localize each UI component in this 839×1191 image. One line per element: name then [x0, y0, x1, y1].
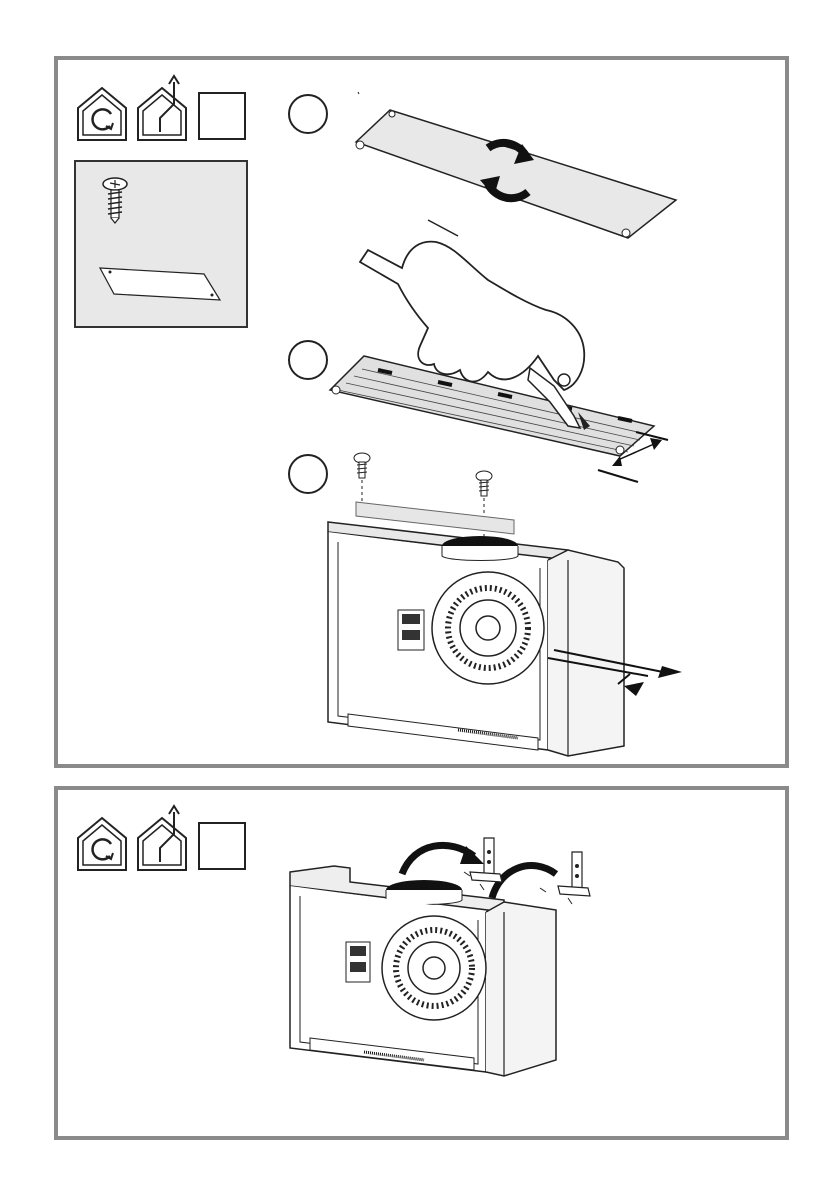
instruction-panel-1: [54, 56, 789, 768]
screw-left-icon: [354, 453, 370, 478]
ducted-mode-icon: [136, 72, 194, 142]
plate-icon: [92, 264, 232, 304]
recirculation-mode-icon: [76, 86, 128, 142]
step-2-circle: [288, 340, 328, 380]
screw-right-icon: [476, 471, 492, 496]
blank-mode-icon: [198, 822, 246, 870]
filter-cut-illustration: [328, 180, 678, 480]
hood-plate-illustration: [318, 450, 698, 770]
step-1-circle: [288, 94, 328, 134]
parts-box: [74, 160, 248, 328]
recirculation-mode-icon: [76, 816, 128, 872]
instruction-panel-2: [54, 786, 789, 1140]
bracket-right-icon: [558, 852, 590, 904]
blank-mode-icon: [198, 92, 246, 140]
screw-icon: [102, 176, 128, 224]
ducted-mode-icon: [136, 802, 194, 872]
hood-brackets-illustration: [274, 802, 634, 1102]
